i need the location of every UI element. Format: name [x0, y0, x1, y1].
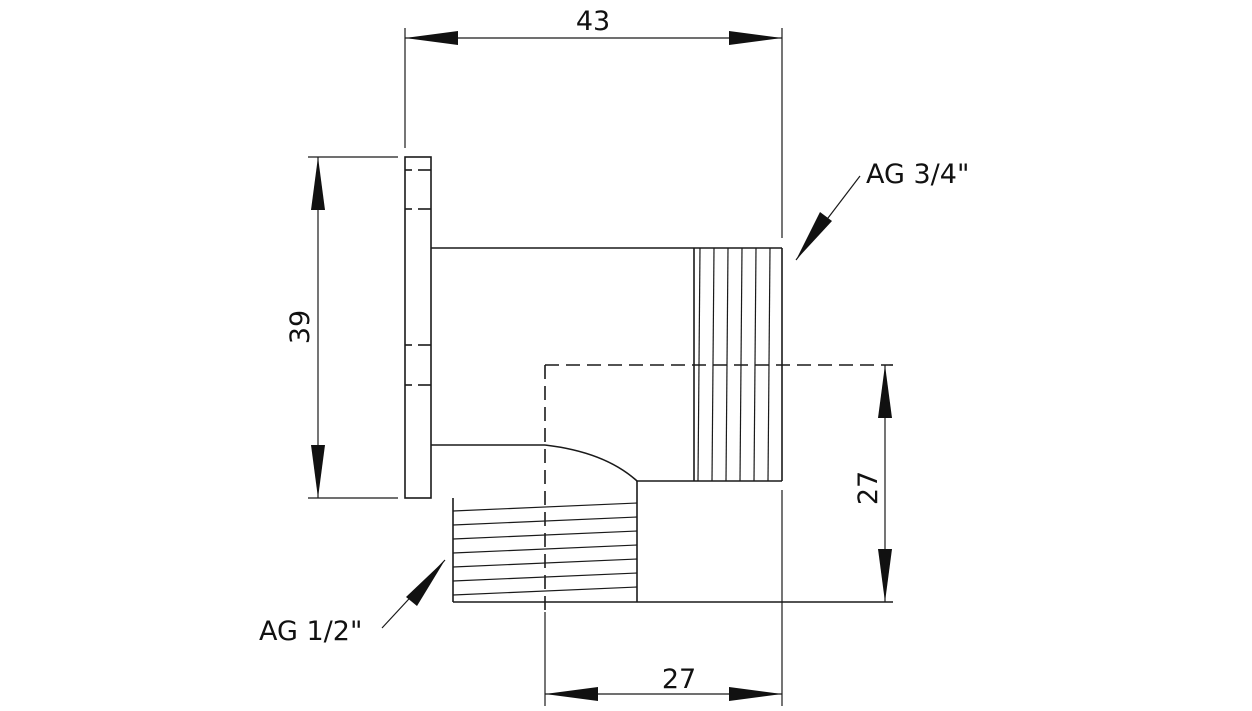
- dimension-vertical-offset: 27: [853, 365, 892, 602]
- extension-lines: [308, 28, 783, 706]
- flange-hidden-lines: [405, 169, 431, 386]
- dimension-label-27-vertical: 27: [853, 471, 884, 505]
- wall-flange: [404, 156, 432, 499]
- thread-label-3-4: AG 3/4": [866, 159, 969, 190]
- thread-label-1-2: AG 1/2": [259, 616, 362, 647]
- leader-thread-1-2: AG 1/2": [259, 559, 446, 647]
- leader-thread-3-4: AG 3/4": [795, 159, 969, 261]
- hidden-lines: [544, 364, 893, 610]
- fitting-body: [431, 247, 893, 603]
- dimension-label-43: 43: [576, 6, 610, 37]
- dimension-overall-width: 43: [405, 6, 782, 45]
- dimension-horizontal-offset: 27: [545, 664, 782, 701]
- dimension-label-27-horizontal: 27: [662, 664, 696, 695]
- dimension-label-39: 39: [285, 310, 316, 344]
- dimension-height: 39: [285, 157, 325, 498]
